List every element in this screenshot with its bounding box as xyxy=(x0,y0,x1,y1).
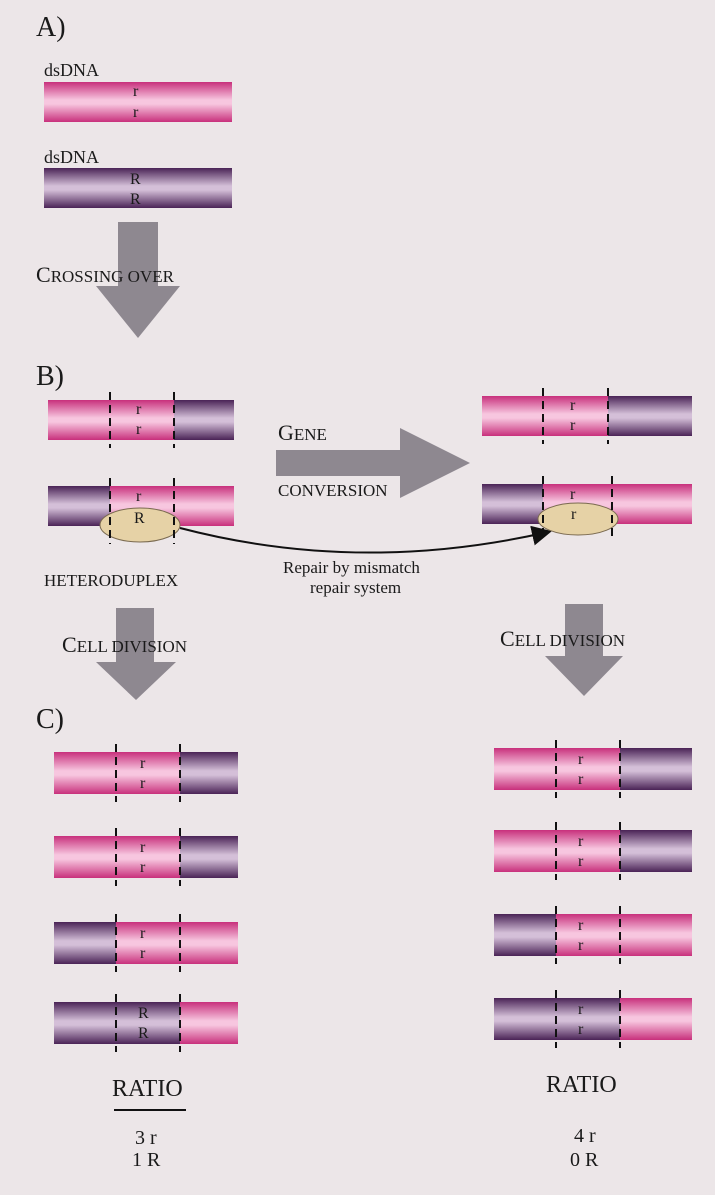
heteroduplex-label: HETERODUPLEX xyxy=(44,571,178,590)
allele-label: r xyxy=(133,104,139,121)
allele-label: r xyxy=(578,771,584,788)
allele-label: r xyxy=(578,1001,584,1018)
allele-label: r xyxy=(570,417,576,434)
allele-label: r xyxy=(140,775,146,792)
dna-duplex-c-right-1: r r xyxy=(494,740,692,798)
allele-label: R xyxy=(138,1005,149,1022)
section-c-label: C) xyxy=(36,704,64,735)
repair-path-arrow xyxy=(179,525,552,554)
dna-duplex-b-right-top: r r xyxy=(482,388,692,444)
dna-duplex-b-left-heteroduplex: r R xyxy=(48,478,234,544)
dna-duplex-c-right-4: r r xyxy=(494,990,692,1048)
allele-label: r xyxy=(578,1021,584,1038)
cell-division-arrow-right xyxy=(545,604,623,696)
conversion-label: CONVERSION xyxy=(278,481,388,500)
dna-duplex-a-bottom: R R xyxy=(44,168,232,208)
repair-label-line1: Repair by mismatch xyxy=(283,558,420,577)
ratio-right-top: 4 r xyxy=(574,1125,596,1147)
dna-duplex-a-top: r r xyxy=(44,82,232,122)
mismatch-ellipse-right xyxy=(537,502,619,536)
allele-label: R xyxy=(134,510,145,527)
cell-division-arrow-left xyxy=(96,608,176,700)
ratio-right-bottom: 0 R xyxy=(570,1149,599,1171)
allele-label: r xyxy=(578,833,584,850)
allele-label: r xyxy=(578,853,584,870)
allele-label: R xyxy=(130,191,141,208)
dsdna-top-label: dsDNA xyxy=(44,60,99,80)
crossing-over-arrow xyxy=(96,222,180,338)
dna-duplex-c-left-1: r r xyxy=(54,744,238,802)
ratio-right-label: RATIO xyxy=(546,1072,617,1098)
section-b-label: B) xyxy=(36,361,64,392)
repair-label-line2: repair system xyxy=(310,578,401,597)
dna-duplex-c-left-2: r r xyxy=(54,828,238,886)
allele-label: r xyxy=(140,839,146,856)
allele-label: r xyxy=(578,937,584,954)
allele-label: r xyxy=(133,83,139,100)
gene-conversion-arrow xyxy=(276,428,470,498)
allele-label: r xyxy=(570,397,576,414)
allele-label: r xyxy=(578,751,584,768)
allele-label: r xyxy=(570,486,576,503)
dna-duplex-b-left-top: r r xyxy=(48,392,234,448)
allele-label: r xyxy=(140,945,146,962)
allele-label: r xyxy=(140,755,146,772)
allele-label: r xyxy=(578,917,584,934)
crossing-over-label: CROSSING OVER xyxy=(36,262,175,287)
allele-label: r xyxy=(140,859,146,876)
allele-label: r xyxy=(136,421,142,438)
ratio-left-bottom: 1 R xyxy=(132,1149,161,1171)
ratio-left-top: 3 r xyxy=(135,1127,157,1149)
cell-division-right-label: CELL DIVISION xyxy=(500,626,625,651)
mismatch-ellipse-left xyxy=(99,507,181,543)
ratio-left-label: RATIO xyxy=(112,1076,183,1102)
allele-label: r xyxy=(136,401,142,418)
dna-duplex-c-left-4: R R xyxy=(54,994,238,1052)
dna-duplex-c-right-2: r r xyxy=(494,822,692,880)
dsdna-bottom-label: dsDNA xyxy=(44,147,99,167)
allele-label: R xyxy=(138,1025,149,1042)
cell-division-left-label: CELL DIVISION xyxy=(62,632,187,657)
dna-duplex-b-right-repaired: r r xyxy=(482,476,692,540)
section-a-label: A) xyxy=(36,12,66,43)
dna-duplex-c-left-3: r r xyxy=(54,914,238,972)
allele-label: R xyxy=(130,171,141,188)
allele-label: r xyxy=(136,488,142,505)
allele-label: r xyxy=(140,925,146,942)
dna-duplex-c-right-3: r r xyxy=(494,906,692,964)
allele-label: r xyxy=(571,506,577,523)
gene-label: GENE xyxy=(278,420,327,445)
